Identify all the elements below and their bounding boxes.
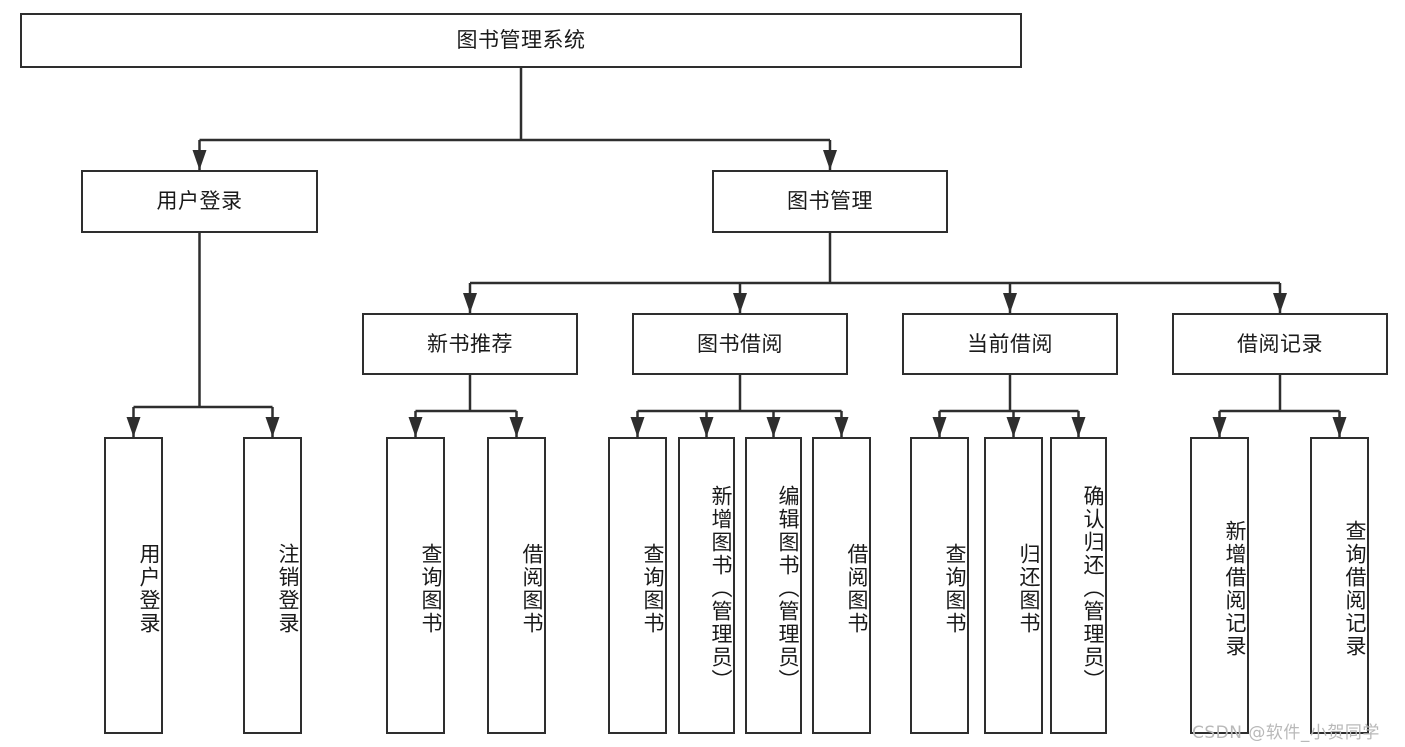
node-label: 查询图书 [419, 542, 443, 635]
node-leaf-re-add: 新增借阅记录 [1190, 437, 1249, 734]
node-leaf-nb-q: 查询图书 [386, 437, 445, 734]
edge-arrowhead [509, 417, 524, 437]
edge-arrowhead [1006, 417, 1021, 437]
node-label: 查询图书 [641, 542, 665, 635]
node-leaf-login: 用户登录 [104, 437, 163, 734]
edge-arrowhead [733, 293, 747, 313]
edge-arrowhead [823, 150, 837, 170]
edge-arrowhead [1212, 417, 1227, 437]
node-leaf-cu-q: 查询图书 [910, 437, 969, 734]
node-label: 查询借阅记录 [1343, 519, 1367, 658]
node-leaf-bo-ed: 编辑图书（管理员） [745, 437, 802, 734]
edge-arrowhead [932, 417, 947, 437]
node-label: 新书推荐 [427, 331, 513, 356]
node-leaf-bo-add: 新增图书（管理员） [678, 437, 735, 734]
edge-arrowhead [1273, 293, 1287, 313]
edge-arrowhead [1003, 293, 1017, 313]
node-records: 借阅记录 [1172, 313, 1388, 375]
node-label: 当前借阅 [967, 331, 1053, 356]
node-leaf-logout: 注销登录 [243, 437, 302, 734]
node-label: 编辑图书（管理员） [776, 485, 800, 692]
node-label: 注销登录 [276, 542, 300, 635]
edge-arrowhead [126, 417, 141, 437]
node-bookmgmt: 图书管理 [712, 170, 948, 233]
node-label: 图书借阅 [697, 331, 783, 356]
edge-arrowhead [630, 417, 645, 437]
node-login: 用户登录 [81, 170, 318, 233]
node-leaf-nb-b: 借阅图书 [487, 437, 546, 734]
node-label: 确认归还（管理员） [1081, 485, 1105, 692]
node-label: 新增借阅记录 [1223, 519, 1247, 658]
node-leaf-re-q: 查询借阅记录 [1310, 437, 1369, 734]
node-leaf-cu-r: 归还图书 [984, 437, 1043, 734]
edge-arrowhead [766, 417, 781, 437]
edge-arrowhead [265, 417, 280, 437]
node-leaf-bo-br: 借阅图书 [812, 437, 871, 734]
edge-arrowhead [1071, 417, 1086, 437]
edge-arrowhead [699, 417, 714, 437]
node-root: 图书管理系统 [20, 13, 1022, 68]
edge-arrowhead [192, 150, 207, 170]
node-leaf-bo-q: 查询图书 [608, 437, 667, 734]
node-label: 借阅记录 [1237, 331, 1323, 356]
edge-arrowhead [1332, 417, 1347, 437]
node-borrow: 图书借阅 [632, 313, 848, 375]
node-leaf-cu-c: 确认归还（管理员） [1050, 437, 1107, 734]
node-label: 查询图书 [943, 542, 967, 635]
node-label: 图书管理 [787, 189, 873, 214]
node-label: 新增图书（管理员） [709, 485, 733, 692]
edge-arrowhead [408, 417, 423, 437]
node-label: 归还图书 [1017, 542, 1041, 635]
node-label: 借阅图书 [520, 542, 544, 635]
edge-arrowhead [463, 293, 477, 313]
node-label: 用户登录 [156, 189, 243, 214]
node-newbook: 新书推荐 [362, 313, 578, 375]
node-current: 当前借阅 [902, 313, 1118, 375]
node-label: 图书管理系统 [456, 28, 586, 53]
node-label: 借阅图书 [845, 542, 869, 635]
edge-arrowhead [834, 417, 849, 437]
node-label: 用户登录 [137, 542, 161, 635]
